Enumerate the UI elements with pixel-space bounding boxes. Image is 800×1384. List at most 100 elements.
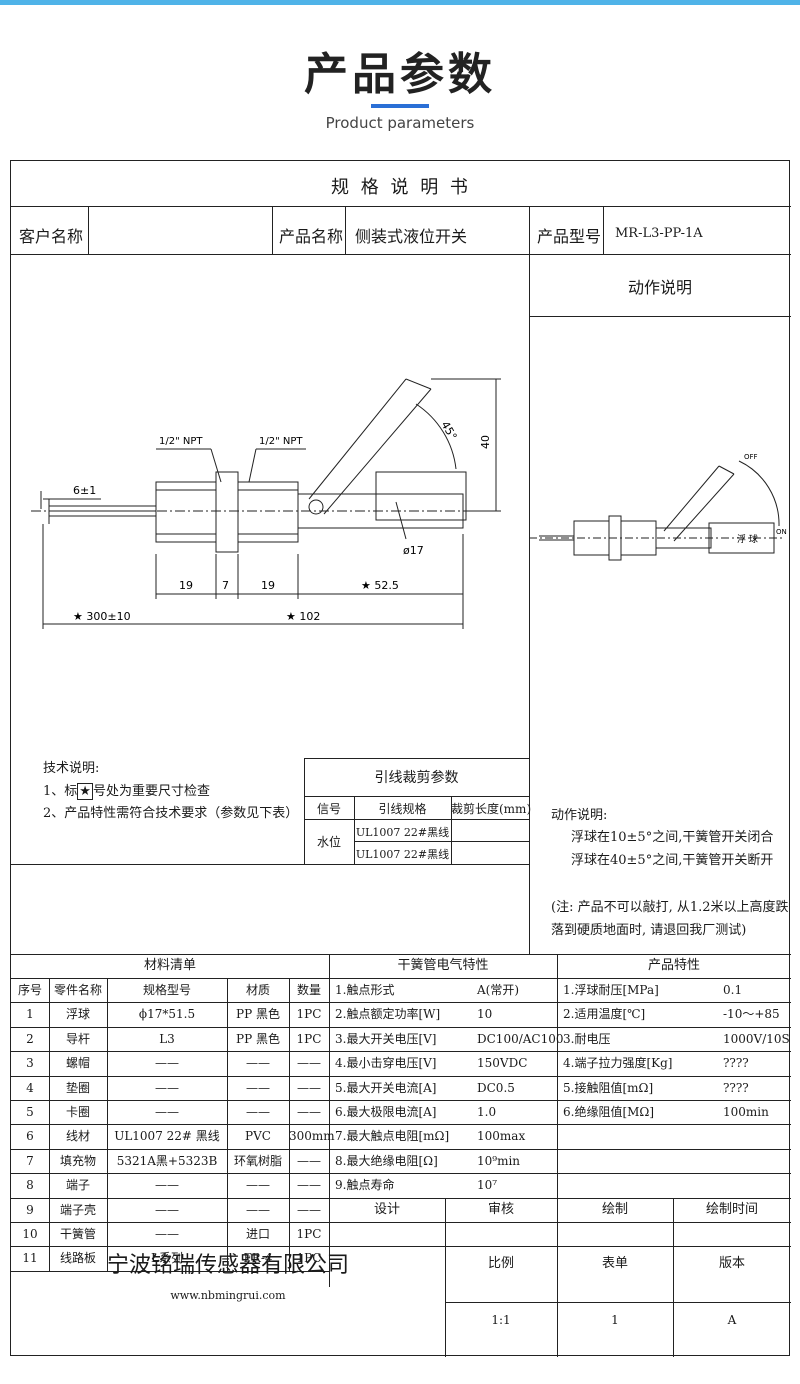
materials-cell: 6 — [26, 1129, 34, 1144]
grid-line — [557, 1148, 791, 1150]
grid-line — [11, 1002, 329, 1004]
grid-line — [11, 978, 791, 979]
npt-left-label: 1/2" NPT — [159, 436, 203, 447]
props-title: 产品特性 — [647, 958, 700, 973]
lead-row-2-spec: UL1007 22#黑线 — [355, 848, 450, 861]
grid-line — [11, 1026, 329, 1028]
grid-line — [227, 978, 228, 1271]
materials-cell: 端子 — [65, 1178, 90, 1193]
materials-cell: —— — [155, 1056, 179, 1071]
grid-line — [329, 1124, 557, 1126]
spec-title: 规 格 说 明 书 — [331, 177, 471, 198]
materials-cell: UL1007 22# 黑线 — [114, 1129, 220, 1144]
company-name: 宁波铭瑞传感器有限公司 — [106, 1253, 349, 1279]
materials-cell: 卡圈 — [65, 1105, 90, 1119]
grid-line — [557, 1002, 791, 1004]
materials-cell: —— — [297, 1105, 321, 1119]
top-accent-bar — [0, 0, 800, 5]
signoff-header: 绘制 — [601, 1201, 628, 1217]
materials-cell: —— — [155, 1227, 179, 1241]
materials-cell: 螺帽 — [65, 1056, 90, 1071]
materials-cell: —— — [297, 1080, 321, 1095]
dim-6-label: 6±1 — [73, 484, 96, 497]
action-note-2: 落到硬质地面时, 请退回我厂测试) — [551, 923, 747, 938]
action-diagram: 浮 球 OFF ON — [529, 453, 787, 561]
grid-line — [557, 954, 558, 1287]
grid-line — [329, 1222, 791, 1223]
grid-line — [107, 978, 108, 1271]
grid-line — [289, 978, 290, 1271]
dim-7-label: 7 — [222, 579, 229, 592]
materials-cell: —— — [297, 1153, 321, 1168]
materials-cell: 端子壳 — [59, 1202, 96, 1217]
materials-cell: 5321A黑+5323B — [116, 1153, 218, 1168]
lead-table — [304, 758, 530, 865]
materials-cell: L3 — [159, 1031, 175, 1046]
materials-cell: —— — [297, 1178, 321, 1193]
spec-sheet: 规 格 说 明 书 客户名称 产品名称 侧装式液位开关 产品型号 MR-L3-P… — [10, 160, 791, 1357]
dim-19b-label: 19 — [261, 579, 275, 592]
grid-line — [329, 1026, 557, 1028]
grid-line — [11, 1148, 329, 1150]
grid-line — [11, 1173, 329, 1175]
grid-line — [445, 1301, 791, 1303]
materials-cell: 进口 — [245, 1227, 270, 1241]
version-value: A — [727, 1312, 737, 1327]
grid-line — [329, 1197, 557, 1199]
prop-value: 1000V/10S — [723, 1031, 790, 1046]
materials-cell: 3 — [26, 1056, 34, 1071]
grid-line — [557, 1051, 791, 1053]
dim-40-label: 40 — [479, 435, 492, 449]
scale-label: 比例 — [487, 1256, 514, 1272]
materials-cell: PP 黑色 — [236, 1007, 280, 1022]
materials-cell: 垫圈 — [65, 1080, 90, 1095]
materials-cell: 填充物 — [59, 1153, 96, 1168]
on-label: ON — [776, 528, 787, 536]
materials-cell: 干簧管 — [59, 1227, 96, 1241]
materials-cell: L系列 — [151, 1251, 183, 1266]
reed-property: 5.最大开关电流[A] — [335, 1080, 437, 1095]
prop-name: 2.适用温度[℃] — [563, 1007, 646, 1022]
grid-line — [557, 1026, 791, 1028]
reed-property: 9.触点寿命 — [335, 1178, 395, 1193]
materials-cell: 线路板 — [59, 1251, 96, 1266]
grid-line — [329, 1002, 557, 1004]
scale-value: 1:1 — [491, 1312, 511, 1327]
materials-cell: 4 — [26, 1080, 34, 1095]
prop-value: 0.1 — [723, 983, 743, 997]
dim-phi17-label: ø17 — [403, 544, 424, 557]
grid-line — [329, 1148, 557, 1150]
grid-line — [557, 1173, 791, 1175]
grid-line — [11, 1100, 329, 1101]
company-url: www.nbmingrui.com — [170, 1289, 286, 1303]
materials-cell: 线材 — [65, 1129, 90, 1144]
grid-line — [557, 1124, 791, 1126]
materials-cell: 9 — [26, 1202, 34, 1217]
grid-line — [445, 1197, 446, 1247]
dim-45-label: 45° — [438, 419, 459, 442]
prop-name: 5.接触阻值[mΩ] — [563, 1080, 654, 1095]
action-note-1: (注: 产品不可以敲打, 从1.2米以上高度跌 — [551, 900, 789, 915]
signoff-header: 设计 — [373, 1201, 400, 1217]
reed-value: 150VDC — [477, 1056, 528, 1071]
materials-header: 零件名称 — [53, 983, 102, 997]
lead-header-spec: 引线规格 — [378, 802, 427, 816]
grid-line — [557, 1197, 558, 1247]
grid-line — [11, 1246, 791, 1248]
materials-cell: —— — [155, 1080, 179, 1095]
npt-right-label: 1/2" NPT — [259, 436, 303, 447]
action-title: 动作说明 — [627, 278, 692, 297]
prop-value: 100min — [723, 1105, 769, 1119]
reed-value: A(常开) — [477, 983, 520, 997]
grid-line — [557, 1100, 791, 1101]
reed-property: 3.最大开关电压[V] — [335, 1031, 437, 1046]
materials-cell: —— — [246, 1178, 270, 1193]
grid-line — [11, 1075, 329, 1077]
materials-cell: 10 — [22, 1227, 38, 1241]
signoff-header: 绘制时间 — [705, 1201, 758, 1217]
materials-cell: —— — [246, 1080, 270, 1095]
action-line-1: 浮球在10±5°之间,干簧管开关闭合 — [571, 830, 774, 845]
materials-cell: —— — [246, 1056, 270, 1071]
reed-value: DC0.5 — [477, 1080, 515, 1095]
